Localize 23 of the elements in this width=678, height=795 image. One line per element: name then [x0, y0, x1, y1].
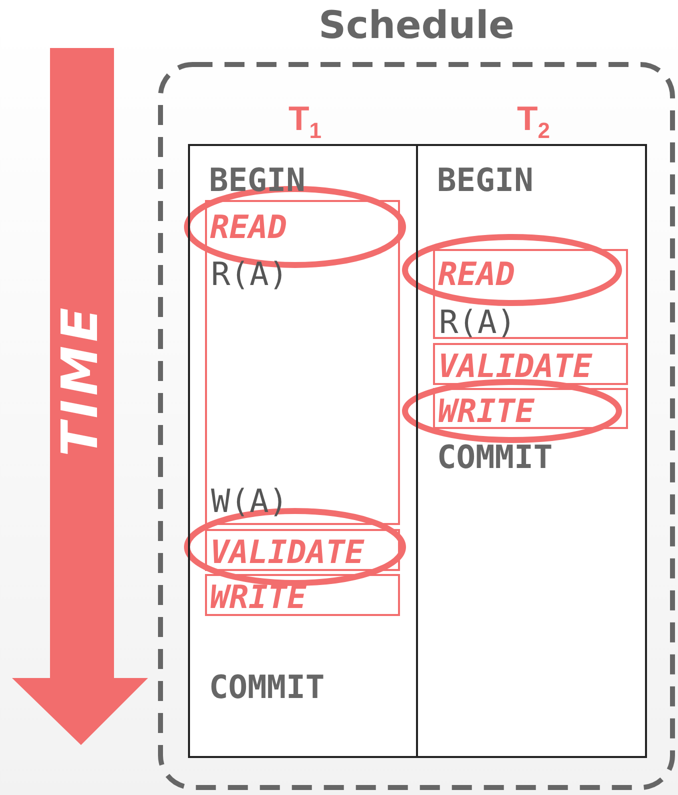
transaction-header: T$_{1}$ [287, 102, 323, 142]
phase-box [205, 574, 400, 616]
phase-box [433, 249, 628, 339]
action-text: R(A) [211, 258, 288, 290]
phase-label: VALIDATE [210, 536, 364, 568]
operation-text: BEGIN [209, 164, 306, 196]
transaction-header: T$_{2}$ [516, 102, 552, 142]
schedule-title: Schedule [318, 6, 516, 44]
phase-box [433, 388, 628, 429]
operation-text: COMMIT [437, 441, 553, 473]
phase-label: VALIDATE [438, 350, 592, 382]
operation-text: COMMIT [209, 671, 325, 703]
phase-label: READ [438, 258, 516, 290]
phase-box [205, 529, 400, 571]
phase-label: WRITE [210, 581, 306, 613]
phase-box [205, 200, 400, 525]
phase-box [433, 343, 628, 385]
action-text: W(A) [211, 485, 288, 517]
time-label: TIME [50, 302, 110, 458]
phase-label: WRITE [438, 395, 534, 427]
action-text: R(A) [439, 306, 516, 338]
operation-text: BEGIN [437, 164, 534, 196]
phase-label: READ [210, 211, 288, 243]
